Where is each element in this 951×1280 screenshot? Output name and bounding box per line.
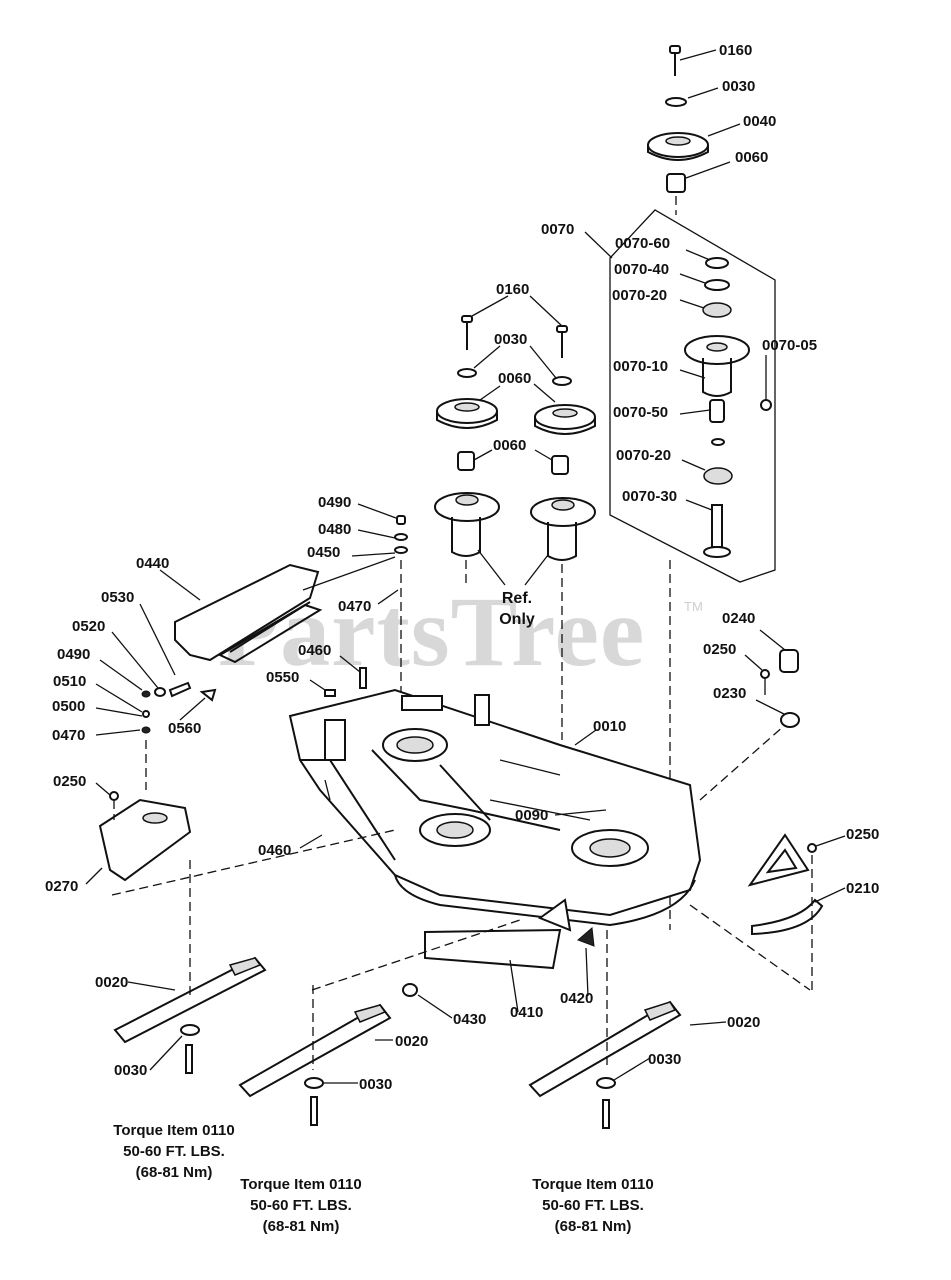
callout-0160-top: 0160	[719, 42, 753, 59]
belt-cover-assembly	[141, 515, 408, 790]
torque-note-right: Torque Item 0110 50-60 FT. LBS. (68-81 N…	[532, 1176, 654, 1235]
callout-0530: 0530	[101, 589, 135, 606]
callout-0470-left: 0470	[52, 727, 86, 744]
callout-0460-lower: 0460	[258, 842, 292, 859]
callout-0410: 0410	[510, 1004, 544, 1021]
callout-0160-middle: 0160	[496, 281, 530, 298]
callout-0060-middle: 0060	[498, 370, 532, 387]
callout-0510: 0510	[53, 673, 87, 690]
callout-0020-middle: 0020	[395, 1033, 429, 1050]
callout-0070: 0070	[541, 221, 575, 238]
callout-0420: 0420	[560, 990, 594, 1007]
callout-0070-10: 0070-10	[613, 358, 669, 375]
callout-0470-right: 0470	[338, 598, 372, 615]
callout-0060-top: 0060	[735, 149, 769, 166]
callout-0030-left: 0030	[114, 1062, 148, 1079]
callout-0550: 0550	[266, 669, 300, 686]
callout-0070-20-upper: 0070-20	[612, 287, 668, 304]
callout-0480: 0480	[318, 521, 352, 538]
callout-0560: 0560	[168, 720, 202, 737]
deck-baffle-parts	[311, 898, 595, 997]
mower-deck-housing	[288, 688, 702, 927]
callout-0210: 0210	[846, 880, 880, 897]
callout-0030-middle-lower: 0030	[359, 1076, 393, 1093]
callout-0010: 0010	[593, 718, 627, 735]
callout-0250-right-lower: 0250	[846, 826, 880, 843]
callout-0090: 0090	[515, 807, 549, 824]
left-discharge-shield	[98, 791, 396, 896]
torque-note-middle: Torque Item 0110 50-60 FT. LBS. (68-81 N…	[240, 1176, 362, 1235]
callout-0070-30: 0070-30	[622, 488, 678, 505]
callout-0250-left: 0250	[53, 773, 87, 790]
watermark-trademark: TM	[684, 599, 703, 614]
ref-only-note: Ref. Only	[499, 590, 535, 628]
callout-0230: 0230	[713, 685, 747, 702]
callout-0060-lower: 0060	[493, 437, 527, 454]
callout-0070-60: 0070-60	[615, 235, 671, 252]
callout-0240: 0240	[722, 610, 756, 627]
callout-0030-top: 0030	[722, 78, 756, 95]
callout-0250-right-upper: 0250	[703, 641, 737, 658]
blade-assemblies	[113, 860, 682, 1129]
callout-0020-right: 0020	[727, 1014, 761, 1031]
callout-0430: 0430	[453, 1011, 487, 1028]
callout-0270: 0270	[45, 878, 79, 895]
callout-0070-40: 0070-40	[614, 261, 670, 278]
callout-0070-20-lower: 0070-20	[616, 447, 672, 464]
callout-0500: 0500	[52, 698, 86, 715]
callout-0070-05: 0070-05	[762, 337, 818, 354]
right-deflector-parts	[689, 649, 824, 991]
callout-0030-middle: 0030	[494, 331, 528, 348]
callout-0450: 0450	[307, 544, 341, 561]
callout-0040: 0040	[743, 113, 777, 130]
callout-0070-50: 0070-50	[613, 404, 669, 421]
callout-0440: 0440	[136, 555, 170, 572]
left-spindle-stacks	[434, 315, 596, 740]
callout-0520: 0520	[72, 618, 106, 635]
callout-leader-lines	[85, 49, 846, 1084]
right-spindle-stack	[609, 45, 776, 930]
callout-0490-left: 0490	[57, 646, 91, 663]
callout-0030-right: 0030	[648, 1051, 682, 1068]
callout-0460-upper: 0460	[298, 642, 332, 659]
callout-0020-left: 0020	[95, 974, 129, 991]
torque-note-left: Torque Item 0110 50-60 FT. LBS. (68-81 N…	[113, 1122, 235, 1181]
callout-0490-right: 0490	[318, 494, 352, 511]
